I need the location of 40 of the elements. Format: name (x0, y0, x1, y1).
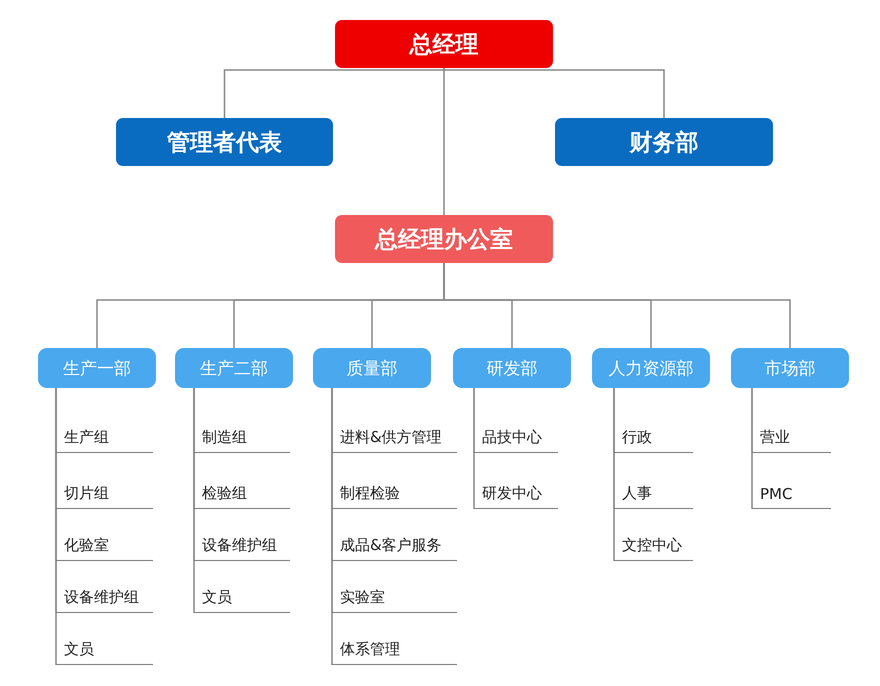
connector-line (613, 388, 615, 561)
team-item: 化验室 (56, 531, 153, 561)
department-box: 生产一部 (38, 348, 156, 388)
department-box: 人力资源部 (592, 348, 710, 388)
team-item: PMC (752, 479, 831, 509)
team-item: 品技中心 (474, 423, 558, 453)
department-box: 质量部 (313, 348, 431, 388)
connector-line (55, 388, 57, 665)
connector-line (473, 388, 475, 509)
team-item: 设备维护组 (194, 531, 290, 561)
title-box: 管理者代表 (116, 118, 333, 166)
team-item: 研发中心 (474, 479, 558, 509)
team-item: 体系管理 (332, 635, 457, 665)
connector-line (331, 388, 333, 665)
team-item: 实验室 (332, 583, 457, 613)
team-item: 制造组 (194, 423, 290, 453)
title-box: 总经理办公室 (335, 215, 553, 263)
team-item: 成品&客户服务 (332, 531, 457, 561)
team-item: 行政 (614, 423, 693, 453)
department-box: 生产二部 (175, 348, 293, 388)
team-item: 切片组 (56, 479, 153, 509)
connector-line (224, 68, 445, 118)
department-box: 市场部 (731, 348, 849, 388)
team-item: 营业 (752, 423, 831, 453)
connector-line (443, 68, 445, 215)
team-item: 文控中心 (614, 531, 693, 561)
team-item: 文员 (56, 635, 153, 665)
connector-line (443, 68, 665, 118)
title-box: 总经理 (335, 20, 553, 68)
team-item: 人事 (614, 479, 693, 509)
team-item: 检验组 (194, 479, 290, 509)
department-box: 研发部 (453, 348, 571, 388)
team-item: 设备维护组 (56, 583, 153, 613)
title-box: 财务部 (555, 118, 773, 166)
team-item: 进料&供方管理 (332, 423, 457, 453)
connector-line (193, 388, 195, 613)
team-item: 生产组 (56, 423, 153, 453)
team-item: 文员 (194, 583, 290, 613)
connector-line (751, 388, 753, 509)
team-item: 制程检验 (332, 479, 457, 509)
